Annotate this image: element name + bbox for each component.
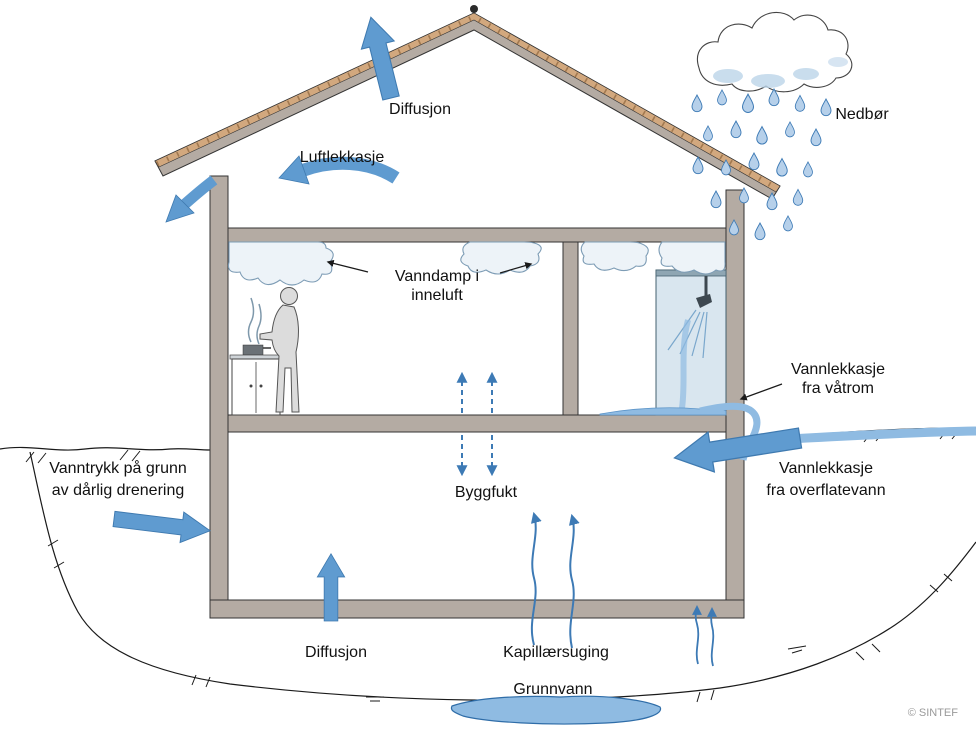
raindrop [703, 125, 713, 142]
roof-tile-marks [155, 14, 780, 192]
shower-scene [599, 269, 727, 416]
air-leakage-arrow-outer [181, 175, 218, 209]
precipitation-label: Nedbør [835, 106, 889, 123]
kitchen-scene [229, 243, 300, 416]
cooking-pot-icon [242, 344, 264, 356]
vanndamp-pointer-right [499, 262, 533, 274]
cloud-shading [751, 74, 785, 88]
left-wall [209, 175, 229, 601]
shower-water-streak [679, 319, 691, 409]
raindrop [756, 126, 768, 145]
wet-room-leak-label-line2: fra våtrom [802, 379, 874, 397]
interior-partition-wall [562, 241, 579, 416]
air-leakage-label: Luftlekkasje [300, 149, 385, 166]
copyright-label: © SINTEF [908, 707, 959, 719]
raindrop [710, 190, 722, 209]
ground-surface-left [0, 446, 211, 451]
roof-band [154, 12, 781, 200]
air-leakage-arrow-inner [301, 156, 400, 184]
groundwater-label: Grunnvann [513, 681, 592, 698]
cloud-shading [713, 69, 743, 83]
shower-stall [655, 269, 727, 416]
cabinet-knob [259, 384, 263, 388]
capillary-suction-label: Kapillærsuging [503, 644, 609, 661]
raindrop [792, 188, 804, 206]
kitchen-countertop [229, 354, 283, 360]
capillary-arrow [530, 511, 542, 646]
ground-diffusion-label: Diffusjon [305, 644, 367, 661]
cabinet-knob [249, 384, 253, 388]
capillary-arrow-small [692, 605, 702, 665]
vapor-clouds [227, 241, 726, 286]
water-pressure-label-line2: av dårlig drenering [52, 481, 185, 499]
shower-spray [667, 309, 708, 359]
roof-diffusion-label: Diffusjon [389, 101, 451, 118]
vapor-cloud-corner [658, 241, 726, 275]
capillary-arrows [530, 511, 717, 667]
water-pressure-label-line1: Vanntrykk på grunn [49, 459, 187, 477]
label-pointers [326, 259, 783, 401]
vapor-cloud-bathroom [580, 241, 649, 272]
vanndamp-pointer-left [326, 259, 369, 273]
built-in-moisture-arrows [456, 371, 498, 477]
vapor-cloud-kitchen [227, 241, 334, 286]
right-wall [725, 189, 745, 601]
shower-head-icon [696, 294, 712, 308]
vatrom-pointer [739, 383, 783, 401]
cooking-steam [247, 297, 262, 345]
air-leakage-arrowhead-inner [278, 155, 310, 185]
rain-cloud-group [691, 11, 853, 241]
capillary-arrow [569, 513, 580, 649]
groundwater-pool [450, 695, 662, 725]
raindrop [810, 128, 822, 147]
roof-finial [470, 5, 478, 13]
wet-room-leak-label-line1: Vannlekkasje [791, 361, 885, 378]
air-leakage-arrowhead-outer [165, 194, 195, 223]
raindrop [820, 98, 832, 117]
water-table-marks [366, 645, 807, 702]
surface-water-label-line1: Vannlekkasje [779, 460, 873, 477]
mid-floor-slab [227, 414, 727, 433]
raindrop [717, 89, 727, 106]
ground-excavation-bowl [29, 451, 976, 701]
raindrop [754, 222, 766, 241]
roof-tiles [154, 12, 781, 193]
built-in-moisture-label: Byggfukt [455, 484, 518, 501]
ceiling-slab [227, 227, 727, 243]
indoor-vapor-label-line1: Vanndamp i [395, 268, 479, 285]
person-head [280, 287, 298, 305]
capillary-arrow-small [707, 607, 717, 667]
bottom-slab [209, 599, 745, 619]
surface-water-label-line2: fra overflatevann [766, 482, 885, 499]
raindrop [785, 121, 795, 138]
raindrop [691, 94, 703, 113]
raindrop [748, 152, 760, 171]
raindrop [783, 215, 793, 232]
raindrop [776, 158, 788, 177]
person-figure [259, 304, 300, 413]
raindrop [803, 161, 813, 178]
raindrop [730, 120, 742, 139]
moisture-arrows [111, 12, 804, 667]
cloud-shading [793, 68, 819, 80]
labels: Diffusjon Luftlekkasje Nedbør Vanndamp i… [49, 101, 958, 719]
water-pressure-arrow [111, 503, 213, 547]
indoor-vapor-label-line2: inneluft [411, 287, 463, 304]
raindrop [741, 93, 755, 114]
cloud-shading [828, 57, 848, 67]
raindrop [794, 94, 806, 112]
